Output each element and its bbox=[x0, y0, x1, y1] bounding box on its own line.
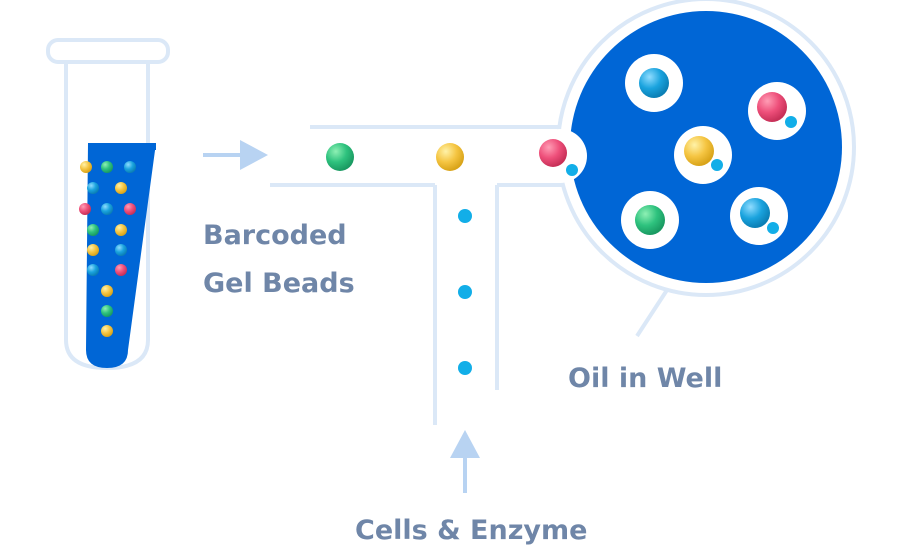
bead bbox=[101, 305, 113, 317]
droplet bbox=[533, 129, 587, 183]
gel-beads-arrow bbox=[203, 140, 268, 170]
channel-bead-green bbox=[326, 143, 354, 171]
microfluidic-channel bbox=[270, 125, 572, 425]
tube-beads bbox=[79, 161, 136, 337]
cell-dot bbox=[458, 209, 472, 223]
bead bbox=[87, 224, 99, 236]
cells-enzyme-arrow bbox=[450, 430, 480, 493]
bead bbox=[80, 161, 92, 173]
gel-beads-label-line1: Barcoded bbox=[203, 220, 347, 251]
bead bbox=[124, 161, 136, 173]
bead bbox=[115, 244, 127, 256]
droplet bbox=[748, 82, 806, 140]
bead bbox=[87, 182, 99, 194]
bead bbox=[101, 161, 113, 173]
bead bbox=[115, 182, 127, 194]
bead bbox=[101, 203, 113, 215]
gel-beads-label-line2: Gel Beads bbox=[203, 268, 355, 299]
bead bbox=[115, 224, 127, 236]
oil-well-label: Oil in Well bbox=[568, 363, 723, 394]
bead bbox=[79, 203, 91, 215]
cell-dot bbox=[458, 285, 472, 299]
droplet bbox=[730, 187, 788, 245]
droplet bbox=[674, 126, 732, 184]
channel-bead-yellow bbox=[436, 143, 464, 171]
bead bbox=[101, 285, 113, 297]
droplet bbox=[621, 191, 679, 249]
cell-dot bbox=[458, 361, 472, 375]
droplet bbox=[625, 54, 683, 112]
bead bbox=[87, 264, 99, 276]
bead bbox=[124, 203, 136, 215]
bead bbox=[115, 264, 127, 276]
bead bbox=[87, 244, 99, 256]
cells-enzyme-label: Cells & Enzyme bbox=[355, 515, 588, 546]
bead bbox=[101, 325, 113, 337]
